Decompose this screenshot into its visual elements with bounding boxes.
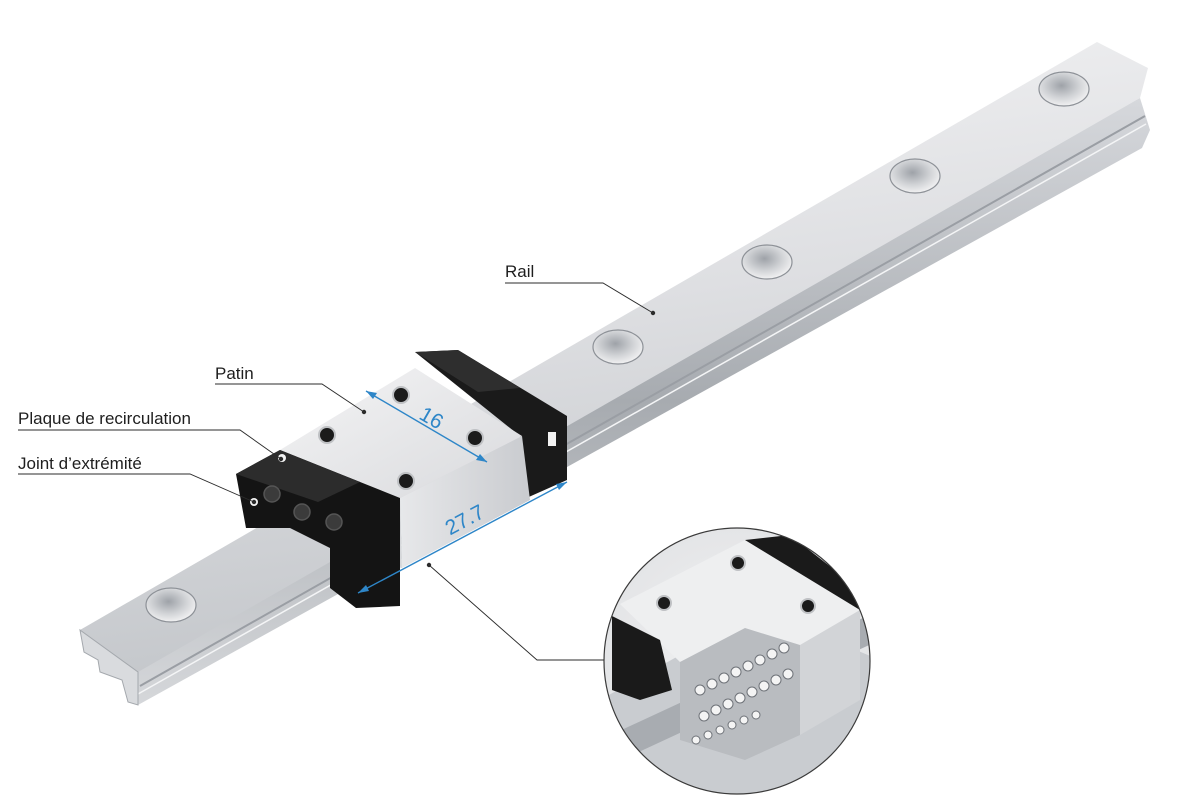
rail-mounting-hole [1038,71,1090,107]
block-mounting-hole [392,386,410,404]
detail-mounting-hole [656,595,672,611]
block-mounting-hole [466,429,484,447]
rail-groove-line [139,115,1146,687]
detail-block-side [800,610,860,735]
callout-rail: Rail [505,262,656,316]
patin-label: Patin [215,364,254,383]
block-side-face [400,436,530,568]
rear-end-seal [415,350,567,500]
rail-mounting-hole [889,158,941,194]
callout-detail [426,562,610,661]
block-mounting-hole [318,426,336,444]
detail-magnifier [603,527,871,795]
rear-end-seal-top [415,350,520,392]
detail-mounting-hole [730,555,746,571]
block-top-face [280,368,522,498]
detail-mounting-hole [800,598,816,614]
rail-end-profile [79,628,139,706]
plaque-label: Plaque de recirculation [18,409,191,428]
block-mounting-hole [397,472,415,490]
front-end-plate-top [236,450,360,502]
rail-mounting-hole [741,244,793,280]
rail-mounting-hole [592,329,644,365]
lube-port-icon [325,513,343,531]
detail-ball-rows [691,642,794,745]
callout-patin: Patin [215,364,367,415]
rail-label: Rail [505,262,534,281]
detail-end-seal [612,616,672,700]
callout-plaque: Plaque de recirculation [18,409,284,462]
lube-port-icon [293,503,311,521]
callout-joint: Joint d’extrémité [18,454,257,505]
rail-mounting-hole [145,587,197,623]
rail-groove-highlight [137,123,1147,695]
joint-label: Joint d’extrémité [18,454,142,473]
rear-seal-detail [548,432,556,446]
lube-port-icon [263,485,281,503]
magnifier-outline [603,527,871,795]
carriage [236,350,567,608]
